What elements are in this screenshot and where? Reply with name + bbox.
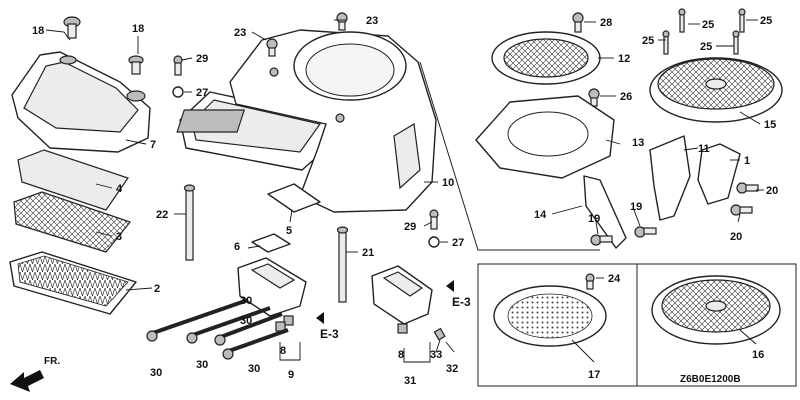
screw-29-a (173, 55, 183, 76)
bracket-1 (697, 143, 741, 205)
washer-27-a (172, 86, 184, 98)
callout-30-e: 30 (248, 363, 260, 375)
leader-lines (45, 19, 764, 363)
callout-27-lower: 27 (452, 237, 464, 249)
callout-7: 7 (150, 139, 156, 151)
callout-25-d: 25 (700, 41, 712, 53)
screw-26 (588, 88, 600, 107)
ref-arrow-e3-upper (446, 280, 454, 292)
callout-28: 28 (600, 17, 612, 29)
washer-27-b (428, 236, 440, 248)
diagram-code: Z6B0E1200B (680, 374, 741, 385)
callout-27-upper: 27 (196, 87, 208, 99)
callout-12: 12 (618, 53, 630, 65)
screen-grid-12 (491, 31, 601, 85)
bolt-20-b (730, 204, 753, 216)
callout-24: 24 (608, 273, 621, 285)
callout-20-lower: 20 (730, 231, 742, 243)
bracket-14 (583, 175, 627, 249)
foam-filter-element (17, 149, 129, 211)
insulator-assembly-31 (371, 265, 446, 341)
bolt-19-b (634, 226, 657, 238)
callout-15: 15 (764, 119, 776, 131)
blower-housing (229, 29, 437, 213)
screws-25 (662, 8, 746, 55)
cover-knob-left (63, 16, 81, 39)
callout-30-b: 30 (196, 359, 208, 371)
callout-numbers: 18 18 29 27 7 4 3 2 22 23 23 10 5 6 21 2… (32, 15, 778, 387)
callout-29-lower: 29 (404, 221, 416, 233)
screen-17 (493, 285, 607, 347)
front-arrow-icon (10, 370, 44, 392)
callout-29-upper: 29 (196, 53, 208, 65)
blower-housing-frame (419, 61, 600, 251)
callout-25-c: 25 (642, 35, 654, 47)
callout-5: 5 (286, 225, 292, 237)
callout-11: 11 (698, 143, 710, 155)
callout-33: 33 (430, 349, 442, 361)
callout-8-left: 8 (280, 345, 286, 357)
callout-22: 22 (156, 209, 168, 221)
callout-32: 32 (446, 363, 458, 375)
stud-bolt-21 (336, 226, 349, 303)
callout-4: 4 (116, 183, 123, 195)
callout-19-left: 19 (588, 213, 600, 225)
callout-19-right: 19 (630, 201, 642, 213)
cover-knob-right (128, 55, 144, 75)
callout-13: 13 (632, 137, 644, 149)
callout-9: 9 (288, 369, 294, 381)
callout-18-right: 18 (132, 23, 144, 35)
front-marker: FR. (44, 356, 60, 367)
ref-mark-e3-lower: E-3 (320, 327, 339, 341)
screw-23-b (336, 12, 348, 31)
callout-30-d: 30 (240, 315, 252, 327)
screw-28 (572, 12, 584, 33)
callout-1: 1 (744, 155, 750, 167)
callout-20-upper: 20 (766, 185, 778, 197)
stud-bolt-22 (183, 184, 196, 261)
screw-29-b (429, 209, 439, 230)
air-cleaner-cover (11, 51, 151, 153)
fan-cover-13 (475, 95, 615, 179)
paper-filter-element (9, 251, 137, 315)
long-bolts-30 (146, 298, 289, 360)
guard-11 (649, 135, 691, 221)
callout-8-right: 8 (398, 349, 404, 361)
callout-21: 21 (362, 247, 374, 259)
callout-23-right: 23 (366, 15, 378, 27)
callout-31: 31 (404, 375, 416, 387)
callout-26: 26 (620, 91, 632, 103)
gasket-6 (251, 233, 291, 253)
callout-2: 2 (154, 283, 160, 295)
callout-3: 3 (116, 231, 122, 243)
callout-25-a: 25 (702, 19, 714, 31)
bolt-20-a (736, 182, 759, 194)
screw-24 (585, 273, 595, 290)
callout-16: 16 (752, 349, 764, 361)
screen-16 (651, 275, 781, 345)
callout-6: 6 (234, 241, 240, 253)
gasket-5 (267, 183, 321, 213)
callout-30-a: 30 (150, 367, 162, 379)
rotating-screen-15 (649, 57, 783, 123)
callout-23-left: 23 (234, 27, 246, 39)
callout-10: 10 (442, 177, 454, 189)
mesh-filter-element (13, 191, 132, 253)
callout-18-left: 18 (32, 25, 44, 37)
callout-30-c: 30 (240, 295, 252, 307)
bolt-19-a (590, 234, 613, 246)
screw-23-a (266, 38, 278, 57)
callout-17: 17 (588, 369, 600, 381)
ref-mark-e3-upper: E-3 (452, 295, 471, 309)
callout-14: 14 (534, 209, 547, 221)
insulator-assembly-9 (237, 257, 307, 332)
callout-25-b: 25 (760, 15, 772, 27)
ref-arrow-e3-lower (316, 312, 324, 324)
